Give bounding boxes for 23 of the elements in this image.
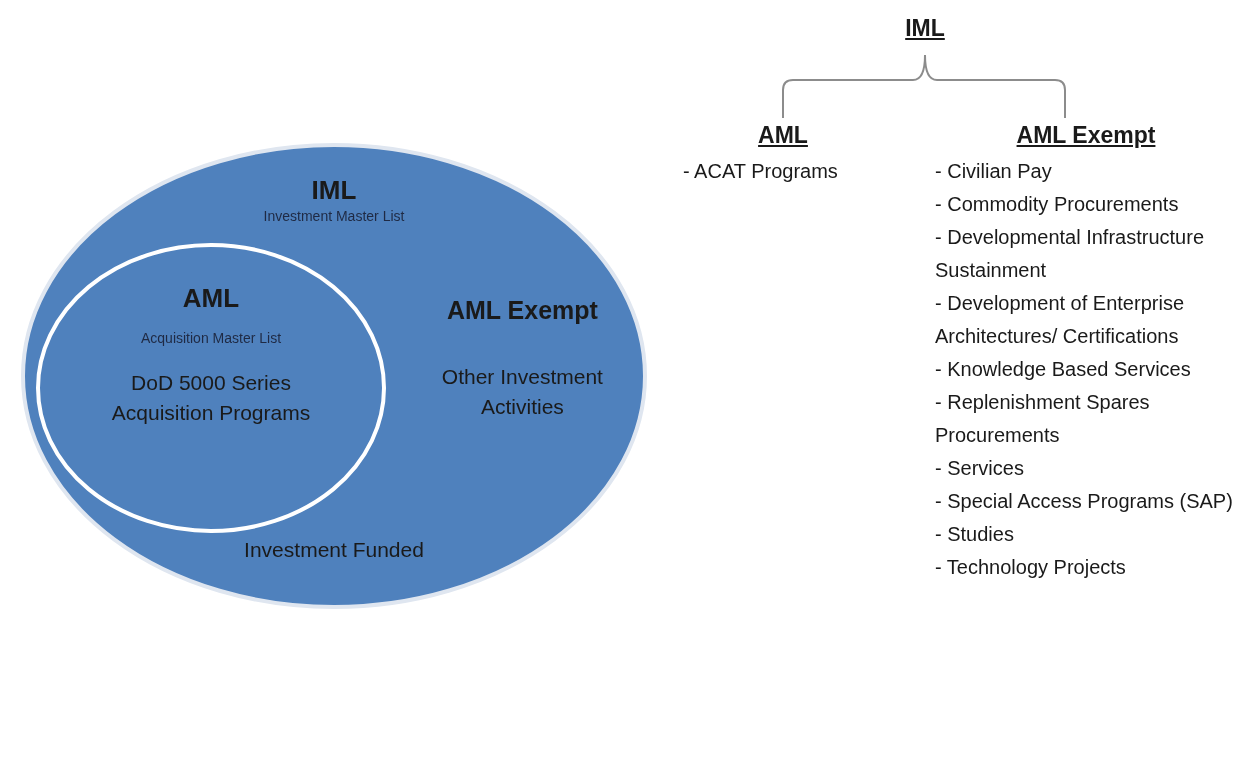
subtitle: Acquisition Master List xyxy=(140,329,282,346)
list-item: - Studies xyxy=(935,522,1015,547)
list-item: - Commodity Procurements xyxy=(935,192,1180,217)
body-text: DoD 5000 Series Acquisition Programs xyxy=(110,369,312,426)
list-item: - Knowledge Based Services xyxy=(935,357,1192,382)
heading: AML Exempt xyxy=(1016,122,1156,149)
list-item: - Civilian Pay xyxy=(935,159,1053,184)
section-heading: AML Exempt xyxy=(446,296,598,326)
heading: IML xyxy=(905,15,945,42)
list-item: - Replenishment Spares Procurements xyxy=(935,390,1151,448)
body-text: Investment Funded xyxy=(244,537,424,564)
brace-connector xyxy=(924,54,1066,119)
list-item: - Special Access Programs (SAP) xyxy=(935,489,1234,514)
list-item: - Technology Projects xyxy=(935,555,1127,580)
heading: AML xyxy=(182,282,240,314)
list-item: - Services xyxy=(935,456,1025,481)
subtitle: Investment Master List xyxy=(263,207,405,224)
list-item: - ACAT Programs xyxy=(683,159,839,184)
body-text: Other Investment Activities xyxy=(440,363,604,420)
list-item: - Development of Enterprise Architectures/ Certifications xyxy=(935,291,1185,349)
heading: AML xyxy=(758,122,808,149)
heading: IML xyxy=(311,174,357,206)
list-item: - Developmental Infrastructure Sustainment xyxy=(935,225,1205,283)
